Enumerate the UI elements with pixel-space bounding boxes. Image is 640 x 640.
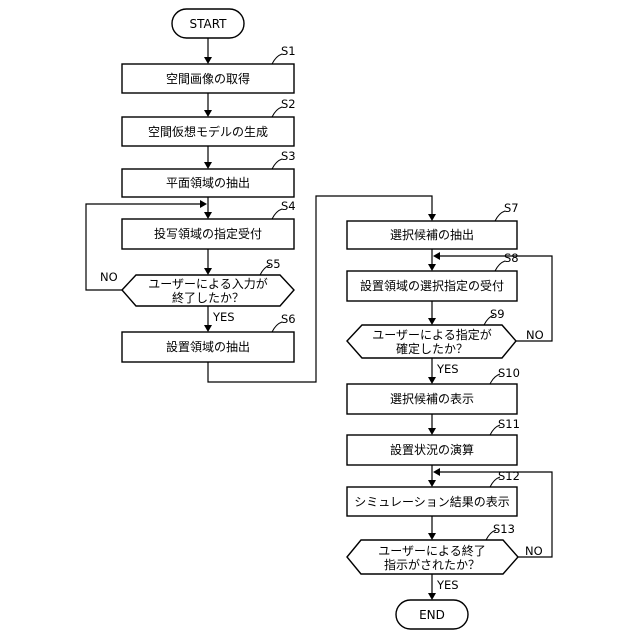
step-s2: 空間仮想モデルの生成 S2: [122, 97, 296, 146]
step-s6-number: S6: [281, 312, 296, 326]
step-s6: 設置領域の抽出 S6: [122, 312, 296, 362]
decision-s9-line2: 確定したか？: [396, 341, 468, 356]
step-s3: 平面領域の抽出 S3: [122, 149, 296, 197]
decision-s5-yes-label: YES: [212, 310, 235, 324]
step-s12: シミュレーション結果の表示 S12: [347, 469, 520, 516]
step-s8-number: S8: [504, 251, 519, 265]
step-s10-number: S10: [498, 366, 520, 380]
step-s11-number: S11: [498, 417, 520, 431]
decision-s13-line1: ユーザーによる終了: [378, 543, 485, 558]
step-s7: 選択候補の抽出 S7: [347, 201, 519, 249]
step-s2-label: 空間仮想モデルの生成: [148, 124, 268, 139]
step-s4-label: 投写領域の指定受付: [154, 226, 262, 241]
step-s4: 投写領域の指定受付 S4: [122, 199, 296, 249]
decision-s5: ユーザーによる入力が 終了したか？ S5 NO YES: [100, 257, 294, 324]
decision-s5-no-label: NO: [100, 270, 118, 284]
step-s1: 空間画像の取得 S1: [122, 44, 296, 93]
decision-s13: ユーザーによる終了 指示がされたか？ S13 NO YES: [347, 522, 543, 592]
end-label: END: [419, 608, 445, 622]
step-s7-label: 選択候補の抽出: [390, 228, 474, 242]
decision-s13-line2: 指示がされたか？: [384, 557, 480, 572]
step-s1-number: S1: [281, 44, 296, 58]
decision-s5-line2: 終了したか？: [172, 290, 244, 305]
step-s1-label: 空間画像の取得: [166, 71, 250, 86]
step-s12-number: S12: [498, 469, 520, 483]
start-label: START: [189, 17, 227, 31]
decision-s5-line1: ユーザーによる入力が: [148, 276, 267, 291]
step-s11-label: 設置状況の演算: [390, 442, 474, 457]
step-s3-number: S3: [281, 149, 296, 163]
step-s8: 設置領域の選択指定の受付 S8: [347, 251, 519, 301]
step-s12-label: シミュレーション結果の表示: [354, 495, 510, 509]
step-s10-label: 選択候補の表示: [390, 392, 474, 406]
step-s3-label: 平面領域の抽出: [166, 175, 250, 190]
decision-s9-line1: ユーザーによる指定が: [372, 327, 491, 342]
end-terminal: END: [396, 600, 468, 629]
decision-s9-yes-label: YES: [436, 362, 459, 376]
step-s6-label: 設置領域の抽出: [166, 339, 250, 354]
step-s7-number: S7: [504, 201, 519, 215]
start-terminal: START: [172, 9, 244, 38]
decision-s13-number: S13: [493, 522, 515, 536]
step-s4-number: S4: [281, 199, 296, 213]
decision-s13-yes-label: YES: [436, 578, 459, 592]
step-s10: 選択候補の表示 S10: [347, 366, 520, 414]
decision-s9-number: S9: [490, 307, 505, 321]
step-s2-number: S2: [281, 97, 296, 111]
step-s11: 設置状況の演算 S11: [347, 417, 520, 465]
decision-s5-number: S5: [266, 257, 281, 271]
decision-s9-no-label: NO: [526, 328, 544, 342]
decision-s13-no-label: NO: [525, 544, 543, 558]
step-s8-label: 設置領域の選択指定の受付: [360, 278, 504, 293]
